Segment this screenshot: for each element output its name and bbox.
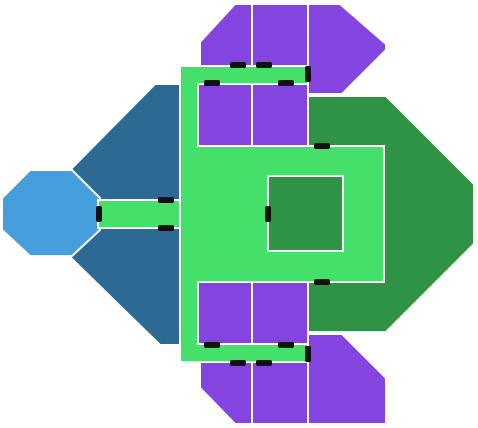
door-bottom-right-vertical[interactable] [305, 346, 311, 362]
core-room[interactable] [267, 175, 344, 252]
cabins-bottom [197, 281, 387, 425]
cabin-bottom-inner-right[interactable] [251, 281, 309, 345]
door-bottom-cabin-left[interactable] [230, 360, 246, 366]
door-top-cabin-left[interactable] [230, 62, 246, 68]
cabin-bottom-outer-mid[interactable] [251, 361, 309, 425]
pod-room[interactable] [1, 169, 101, 257]
cabin-bottom-outer-left[interactable] [199, 361, 253, 425]
door-core[interactable] [265, 206, 271, 222]
door-bottom-cabin-mid[interactable] [256, 360, 272, 366]
door-bottom-inner-right[interactable] [278, 342, 294, 348]
pod-connector[interactable] [97, 199, 181, 229]
door-wing-lower[interactable] [158, 225, 174, 231]
cabin-bottom-outer-right[interactable] [307, 333, 387, 425]
door-top-inner-right[interactable] [278, 80, 294, 86]
door-bottom-inner-left[interactable] [204, 342, 220, 348]
wing-room-upper[interactable] [68, 83, 181, 201]
door-top-right-vertical[interactable] [305, 66, 311, 82]
cabin-top-inner-left[interactable] [197, 83, 253, 147]
cabin-top-outer-mid[interactable] [251, 3, 309, 67]
door-pod[interactable] [96, 206, 102, 222]
cabin-bottom-inner-left[interactable] [197, 281, 253, 345]
door-wing-upper[interactable] [158, 197, 174, 203]
doors [96, 62, 330, 366]
wing-room-lower[interactable] [68, 227, 181, 346]
cabin-top-outer-left[interactable] [199, 3, 253, 67]
door-top-inner-left[interactable] [204, 80, 220, 86]
door-top-cabin-mid[interactable] [256, 62, 272, 68]
cabin-top-inner-right[interactable] [251, 83, 309, 147]
cabins-top [197, 3, 387, 147]
door-engine-bottom[interactable] [314, 279, 330, 285]
cabin-top-outer-right[interactable] [307, 3, 387, 95]
door-engine-top[interactable] [314, 143, 330, 149]
